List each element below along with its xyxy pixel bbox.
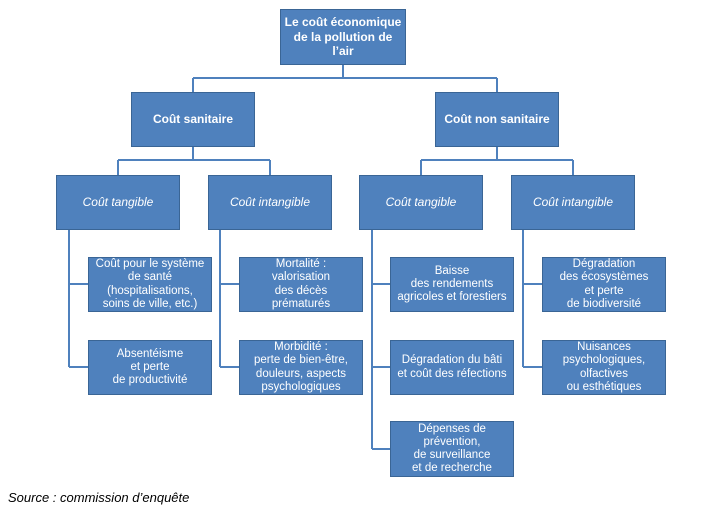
branch-sanitaire: Coût sanitaire <box>131 92 255 147</box>
leaf-morbidite: Morbidité : perte de bien-être, douleurs… <box>239 340 363 395</box>
group-sanitaire-intangible: Coût intangible <box>208 175 332 230</box>
leaf-absenteisme: Absentéisme et perte de productivité <box>88 340 212 395</box>
leaf-degradation-ecosystemes: Dégradation des écosystèmes et perte de … <box>542 257 666 312</box>
source-note: Source : commission d’enquête <box>8 490 190 505</box>
leaf-rendements-agricoles: Baisse des rendements agricoles et fores… <box>390 257 514 312</box>
group-non-sanitaire-tangible: Coût tangible <box>359 175 483 230</box>
leaf-degradation-bati: Dégradation du bâti et coût des réfectio… <box>390 340 514 395</box>
leaf-mortalite: Mortalité : valorisation des décès préma… <box>239 257 363 312</box>
root-node: Le coût économique de la pollution de l’… <box>280 9 406 65</box>
leaf-nuisances: Nuisances psychologiques, olfactives ou … <box>542 340 666 395</box>
leaf-depenses-prevention: Dépenses de prévention, de surveillance … <box>390 421 514 477</box>
branch-non-sanitaire: Coût non sanitaire <box>435 92 559 147</box>
leaf-systeme-sante: Coût pour le système de santé (hospitali… <box>88 257 212 312</box>
group-sanitaire-tangible: Coût tangible <box>56 175 180 230</box>
group-non-sanitaire-intangible: Coût intangible <box>511 175 635 230</box>
